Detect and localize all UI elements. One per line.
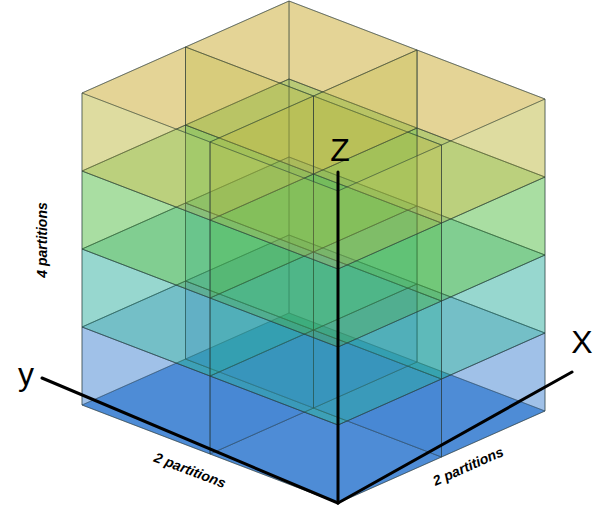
cell-wall [210, 142, 338, 269]
axis-label: y [18, 358, 34, 390]
axis-label: Z [330, 134, 350, 166]
axis-label: X [571, 326, 592, 358]
cell-wall [442, 99, 546, 223]
cell-wall [82, 93, 210, 220]
y-axis [42, 378, 338, 503]
z-axis [337, 172, 340, 503]
cell-wall [314, 50, 418, 174]
partition-count: 4 partitions [35, 202, 49, 277]
x-axis [338, 372, 572, 503]
cell-wall [338, 145, 442, 269]
